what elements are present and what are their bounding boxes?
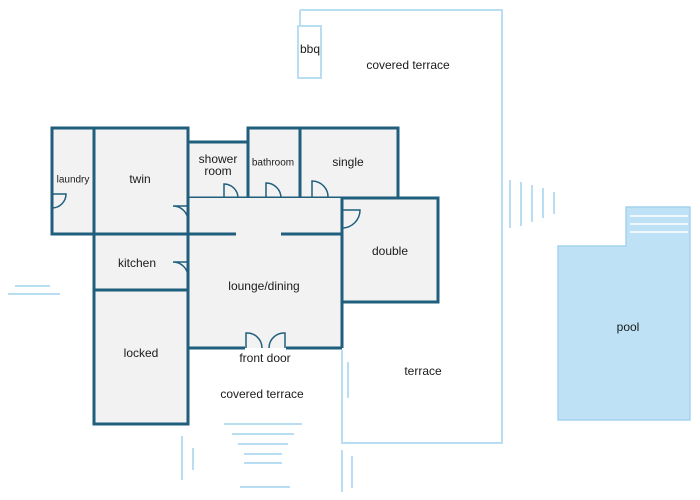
laundry-door — [51, 193, 67, 209]
pool-shape — [557, 206, 691, 421]
shower-room-label-line2: room — [204, 164, 231, 178]
laundry-label: laundry — [57, 175, 90, 186]
bathroom-room — [246, 126, 302, 200]
steps-south — [224, 423, 302, 464]
locked-room — [92, 288, 190, 426]
shower-room-label-line1: shower — [199, 152, 238, 166]
bathroom-label: bathroom — [252, 158, 294, 169]
single-room — [298, 126, 400, 200]
twin-door — [172, 205, 189, 222]
pool-steps — [630, 215, 688, 233]
steps-west — [8, 285, 60, 295]
steps-east — [509, 180, 555, 228]
front-door-label: front door — [239, 351, 290, 365]
covered-terrace-bottom-label: covered terrace — [220, 387, 304, 401]
kitchen-label: kitchen — [118, 256, 156, 270]
lounge-dining-label: lounge/dining — [228, 279, 299, 293]
twin-room — [92, 126, 190, 236]
kitchen-door — [172, 261, 189, 278]
double-door — [341, 209, 361, 229]
covered-terrace-top-label: covered terrace — [366, 58, 450, 72]
single-label: single — [332, 155, 364, 169]
terrace-label: terrace — [404, 364, 442, 378]
shower-door — [223, 183, 239, 199]
steps-southwest — [181, 436, 194, 480]
front-door-leaf-right — [268, 332, 286, 349]
double-room — [340, 196, 440, 304]
double-label: double — [372, 244, 408, 258]
locked-label: locked — [124, 346, 159, 360]
terrace-outline — [300, 9, 503, 444]
bbq-label: bbq — [300, 42, 320, 56]
single-door — [311, 180, 329, 199]
twin-label: twin — [129, 172, 150, 186]
steps-southeast — [341, 362, 353, 492]
bathroom-door — [265, 182, 282, 199]
front-door-leaf-left — [245, 332, 263, 349]
pool-label: pool — [617, 320, 640, 334]
bbq-unit — [297, 25, 322, 79]
lounge-dining-room — [188, 198, 342, 348]
